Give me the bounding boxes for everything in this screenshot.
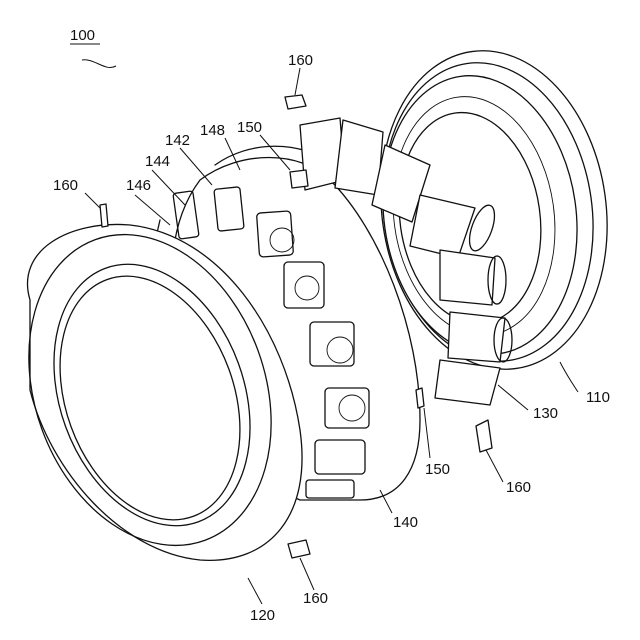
tab-bottom-shape <box>416 388 424 408</box>
tab-top-shape <box>290 170 308 188</box>
label-outer-ring-110: 110 <box>586 389 610 406</box>
label-cage-140: 140 <box>393 514 418 531</box>
label-tab-bottom-150: 150 <box>425 461 450 478</box>
label-rollers-130: 130 <box>533 405 558 422</box>
label-inner-ring-120: 120 <box>250 607 275 624</box>
pin-right <box>476 420 492 452</box>
label-cage-band-148: 148 <box>200 122 225 139</box>
label-pin-left-160: 160 <box>53 177 78 194</box>
label-pin-bottom-160: 160 <box>303 590 328 607</box>
label-assembly-100: 100 <box>70 27 95 44</box>
label-window-142: 142 <box>165 132 190 149</box>
pin-bottom <box>288 540 310 558</box>
pin-top <box>285 95 306 109</box>
pin-left <box>100 204 108 227</box>
label-pin-top-160: 160 <box>288 52 313 69</box>
label-window-144: 144 <box>145 153 170 170</box>
label-pin-right-160: 160 <box>506 479 531 496</box>
label-window-146: 146 <box>126 177 151 194</box>
label-tab-top-150: 150 <box>237 119 262 136</box>
